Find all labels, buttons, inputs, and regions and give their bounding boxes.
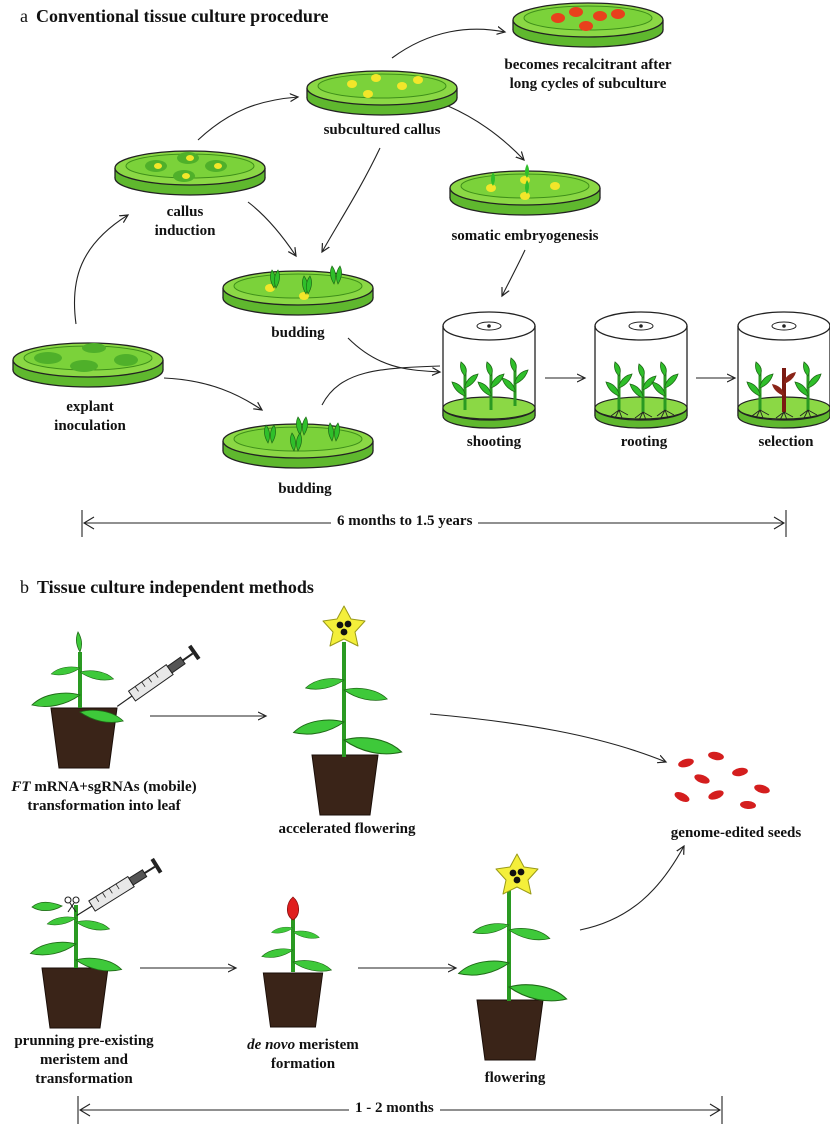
scissors-icon <box>64 896 80 913</box>
label-genome-edited-seeds: genome-edited seeds <box>646 824 826 843</box>
label-explant-line2: inoculation <box>54 418 126 434</box>
label-denovo-rest: meristem <box>295 1037 359 1053</box>
label-somatic-text: somatic embryogenesis <box>451 228 599 244</box>
label-somatic-embryogenesis: somatic embryogenesis <box>425 227 625 246</box>
label-flowering-text: flowering <box>484 1070 546 1086</box>
label-callus-induction: callus induction <box>130 203 240 241</box>
label-de-novo-meristem: de novo meristem formation <box>228 1036 378 1074</box>
jar-shooting <box>442 311 536 429</box>
label-budding-upper: budding <box>258 324 338 343</box>
panel-a-title: a Conventional tissue culture procedure <box>20 5 329 27</box>
dish-recalcitrant <box>512 2 664 48</box>
label-accelerated-text: accelerated flowering <box>278 821 416 837</box>
label-denovo-italic: de novo <box>247 1037 296 1053</box>
label-denovo-line2: formation <box>270 1056 336 1072</box>
label-explant-line1: explant <box>66 399 114 415</box>
genome-edited-seeds <box>674 751 770 810</box>
duration-label-a: 6 months to 1.5 years <box>331 513 479 530</box>
label-prun-line2: meristem and <box>40 1052 128 1068</box>
dish-callus-induction <box>114 150 266 196</box>
label-ft-rest: mRNA+sgRNAs (mobile) <box>30 779 197 795</box>
label-budding-lower: budding <box>265 480 345 499</box>
label-accelerated-flowering: accelerated flowering <box>272 820 422 839</box>
jar-selection <box>737 311 830 429</box>
label-denovo-line1: de novo meristem <box>228 1036 378 1055</box>
dish-subcultured-callus <box>306 70 458 116</box>
label-flowering: flowering <box>470 1069 560 1088</box>
label-ft-line1: FT mRNA+sgRNAs (mobile) <box>4 778 204 797</box>
syringe-1-icon <box>111 643 202 714</box>
label-explant-inoculation: explant inoculation <box>30 398 150 436</box>
duration-label-b: 1 - 2 months <box>349 1100 440 1117</box>
plant-de-novo-meristem <box>261 896 332 1028</box>
dish-explant-inoculation <box>12 342 164 388</box>
plant-pruned <box>29 901 123 1029</box>
panel-a-arrows <box>73 29 735 410</box>
label-ft-mrna: FT mRNA+sgRNAs (mobile) transformation i… <box>4 778 204 816</box>
syringe-2-icon <box>71 856 164 924</box>
plant-injected <box>31 631 124 769</box>
dish-somatic-embryogenesis <box>449 164 601 216</box>
label-ft-line2: transformation into leaf <box>27 798 181 814</box>
label-prun-line1: prunning pre-existing <box>14 1033 154 1049</box>
label-rooting-text: rooting <box>620 434 668 450</box>
plant-flowering <box>458 853 568 1061</box>
plant-accelerated-flowering <box>293 605 403 816</box>
label-prun-line3: transformation <box>35 1071 133 1087</box>
label-subcultured-callus: subcultured callus <box>302 121 462 140</box>
label-seeds-text: genome-edited seeds <box>670 825 802 841</box>
label-budding-lower-text: budding <box>278 481 332 497</box>
panel-b-arrows <box>140 714 684 968</box>
dish-budding-lower <box>222 416 374 469</box>
label-recalcitrant-line1: becomes recalcitrant after <box>504 57 672 73</box>
panel-b-letter: b <box>20 577 29 597</box>
label-recalcitrant-line2: long cycles of subculture <box>509 76 667 92</box>
label-budding-upper-text: budding <box>271 325 325 341</box>
label-selection-text: selection <box>758 434 814 450</box>
label-ft-italic: FT <box>11 779 31 795</box>
label-selection: selection <box>743 433 829 452</box>
panel-b-title: b Tissue culture independent methods <box>20 576 314 598</box>
panel-a-letter: a <box>20 6 28 26</box>
label-callus-line2: induction <box>154 223 216 239</box>
jar-rooting <box>594 311 688 429</box>
label-subcultured-text: subcultured callus <box>323 122 441 138</box>
label-callus-line1: callus <box>166 204 204 220</box>
dish-budding-upper <box>222 265 374 316</box>
label-prunning: prunning pre-existing meristem and trans… <box>0 1032 168 1089</box>
panel-b-heading: Tissue culture independent methods <box>37 577 314 597</box>
label-recalcitrant: becomes recalcitrant after long cycles o… <box>488 56 688 94</box>
label-shooting: shooting <box>449 433 539 452</box>
label-shooting-text: shooting <box>466 434 522 450</box>
panel-a-heading: Conventional tissue culture procedure <box>36 6 329 26</box>
label-rooting: rooting <box>604 433 684 452</box>
